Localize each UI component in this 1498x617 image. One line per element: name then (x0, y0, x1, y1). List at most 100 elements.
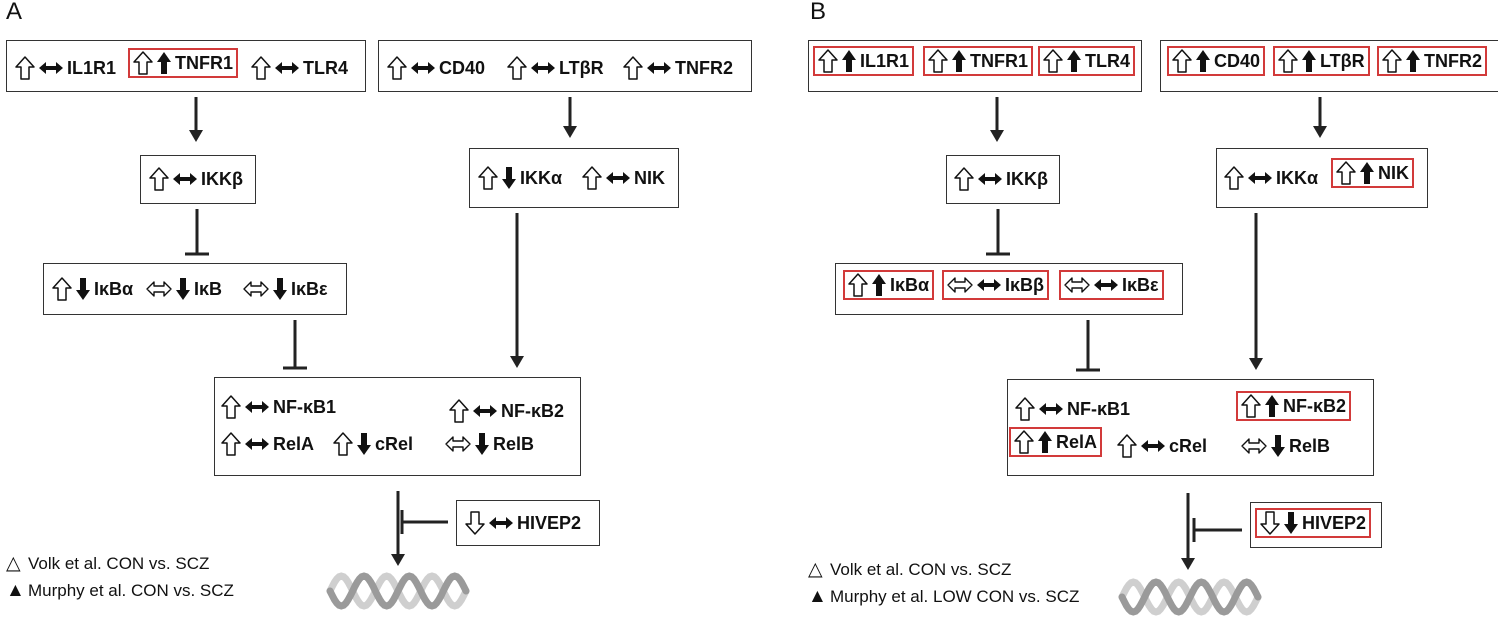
murphy-flat-arrow-icon (410, 61, 436, 75)
murphy-flat-arrow-icon (172, 172, 198, 186)
murphy-flat-arrow-icon (605, 171, 631, 185)
legend-text: Volk et al. CON vs. SCZ (28, 553, 210, 573)
node-label: NF-κB2 (1283, 395, 1347, 416)
volk-up-arrow-icon (449, 399, 469, 423)
murphy-up-arrow-icon (1264, 394, 1280, 418)
murphy-up-arrow-icon (1066, 49, 1082, 73)
panel-a-activation-arrow-0 (189, 97, 203, 142)
panel-a-node-ikk: IKKα (475, 163, 565, 193)
legend-text: Murphy et al. LOW CON vs. SCZ (830, 587, 1080, 606)
panel-a-node-tnfr1: TNFR1 (128, 48, 238, 78)
node-label: TLR4 (1085, 50, 1130, 71)
panel-b-dna-helix-icon (1118, 578, 1262, 616)
panel-b-node-tlr4: TLR4 (1038, 46, 1135, 76)
node-label: RelB (493, 433, 535, 454)
murphy-down-arrow-icon (75, 277, 91, 301)
panel-a-node-rela: RelA (218, 429, 317, 459)
panel-b-activation-arrow-5 (1181, 493, 1195, 570)
node-label: HIVEP2 (1302, 512, 1367, 533)
volk-up-arrow-icon (623, 56, 643, 80)
panel-a-group-box-4 (43, 263, 347, 315)
panel-a-node-nik: NIK (579, 163, 668, 193)
murphy-flat-arrow-icon (244, 400, 270, 414)
panel-b-node-nf-b2: NF-κB2 (1236, 391, 1352, 421)
murphy-down-arrow-icon (1283, 511, 1299, 535)
node-label: LTβR (1320, 50, 1365, 71)
panel-b-node-relb: RelB (1238, 431, 1333, 461)
panel-b-activation-arrow-1 (1313, 97, 1327, 138)
panel-b-inhibition-line-3 (1076, 320, 1100, 372)
panel-a-activation-arrow-4 (510, 213, 524, 368)
volk-up-arrow-icon (1241, 394, 1261, 418)
murphy-up-arrow-icon (156, 51, 172, 75)
node-label: CD40 (1214, 50, 1261, 71)
volk-flat-arrow-icon (146, 279, 172, 299)
murphy-flat-arrow-icon (274, 61, 300, 75)
murphy-up-arrow-icon (951, 49, 967, 73)
node-label: IκBα (94, 278, 134, 299)
volk-up-arrow-icon (507, 56, 527, 80)
volk-up-arrow-icon (1172, 49, 1192, 73)
murphy-flat-arrow-icon (976, 278, 1002, 292)
murphy-flat-arrow-icon (1140, 439, 1166, 453)
panel-b-node-tnfr2: TNFR2 (1377, 46, 1487, 76)
legend-text: Volk et al. CON vs. SCZ (830, 559, 1012, 579)
murphy-down-arrow-icon (501, 166, 517, 190)
panel-a-group-box-1 (378, 40, 752, 92)
node-label: NF-κB1 (1067, 398, 1131, 419)
legend-text: Murphy et al. CON vs. SCZ (28, 581, 234, 600)
node-label: NF-κB1 (273, 396, 337, 417)
volk-flat-arrow-icon (1064, 275, 1090, 295)
murphy-flat-arrow-icon (1093, 278, 1119, 292)
panel-a-node-nf-b2: NF-κB2 (446, 396, 567, 426)
volk-up-arrow-icon (848, 273, 868, 297)
volk-up-arrow-icon (1336, 161, 1356, 185)
murphy-up-arrow-icon (871, 273, 887, 297)
murphy-flat-arrow-icon (472, 404, 498, 418)
volk-up-arrow-icon (1014, 430, 1034, 454)
murphy-flat-arrow-icon (530, 61, 556, 75)
panel-b-legend-item-1: ▲Murphy et al. LOW CON vs. SCZ (808, 586, 1079, 608)
volk-up-arrow-icon (478, 166, 498, 190)
node-label: IκBε (291, 278, 328, 299)
panel-a-node-ikk: IKKβ (146, 164, 246, 194)
panel-b-node-lt-r: LTβR (1273, 46, 1370, 76)
volk-up-arrow-icon (1224, 166, 1244, 190)
node-label: IKKα (1276, 167, 1319, 188)
node-label: IKKβ (201, 168, 243, 189)
solid-triangle-icon: ▲ (6, 580, 25, 601)
panel-a-activation-arrow-5 (391, 491, 405, 566)
panel-b-group-box-0 (808, 40, 1142, 92)
volk-flat-arrow-icon (445, 434, 471, 454)
panel-a-letter: A (6, 0, 23, 25)
panel-a-node-nf-b1: NF-κB1 (218, 392, 339, 422)
panel-a-node-il1r1: IL1R1 (12, 53, 119, 83)
panel-b-node-hivep2: HIVEP2 (1255, 508, 1372, 538)
volk-up-arrow-icon (818, 49, 838, 73)
volk-up-arrow-icon (251, 56, 271, 80)
murphy-flat-arrow-icon (1247, 171, 1273, 185)
panel-a-group-box-6 (456, 500, 600, 546)
volk-up-arrow-icon (15, 56, 35, 80)
node-label: cRel (1169, 435, 1208, 456)
murphy-up-arrow-icon (1037, 430, 1053, 454)
node-label: NF-κB2 (501, 400, 565, 421)
panel-a-node-cd40: CD40 (384, 53, 488, 83)
volk-up-arrow-icon (1015, 397, 1035, 421)
murphy-flat-arrow-icon (488, 516, 514, 530)
volk-up-arrow-icon (149, 167, 169, 191)
panel-b-node-nik: NIK (1331, 158, 1414, 188)
node-label: IL1R1 (67, 57, 117, 78)
volk-up-arrow-icon (582, 166, 602, 190)
volk-up-arrow-icon (1382, 49, 1402, 73)
murphy-up-arrow-icon (1195, 49, 1211, 73)
volk-up-arrow-icon (1117, 434, 1137, 458)
panel-a-group-box-3 (469, 148, 679, 208)
panel-b-node-il1r1: IL1R1 (813, 46, 915, 76)
panel-a-dna-helix-icon (326, 572, 470, 610)
node-label: TLR4 (303, 57, 348, 78)
panel-a-node-crel: cRel (330, 429, 416, 459)
node-label: LTβR (559, 57, 604, 78)
panel-a-node-relb: RelB (442, 429, 537, 459)
